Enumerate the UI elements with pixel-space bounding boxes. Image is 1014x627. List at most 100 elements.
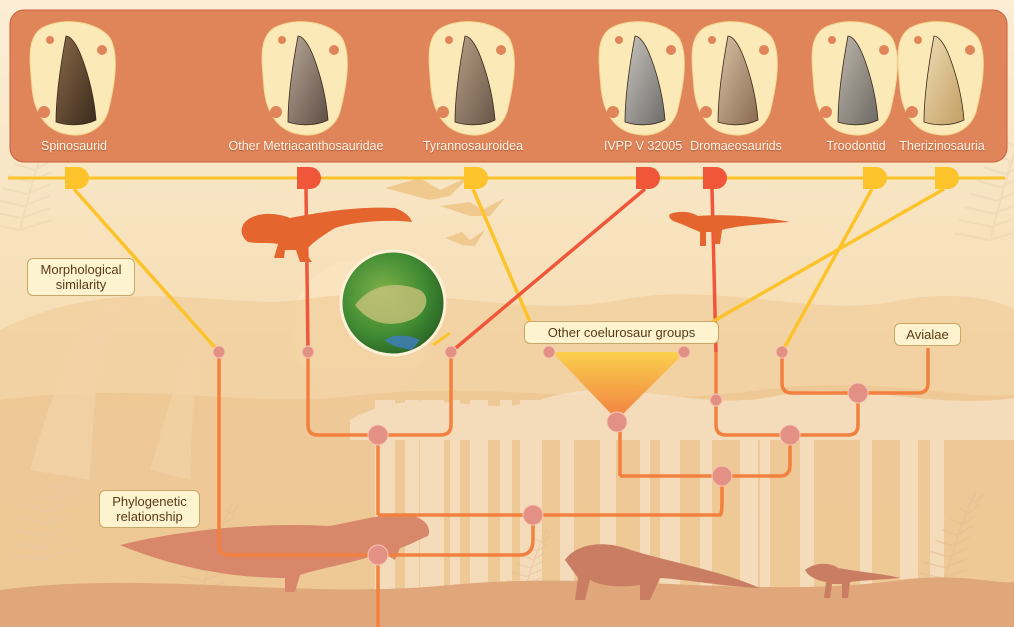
similarity-marker: [297, 167, 321, 189]
taxon-label: IVPP V 32005: [603, 139, 683, 153]
fern-leaf: [224, 508, 233, 515]
fern-leaf: [993, 204, 1014, 215]
fern-leaf: [27, 505, 50, 513]
tree-branch: [217, 352, 380, 627]
fern-leaf: [928, 550, 949, 558]
fern-leaf: [22, 195, 51, 207]
fern-leaf: [534, 537, 543, 544]
fern-leaf: [16, 529, 44, 537]
tree-nodes: [212, 345, 869, 566]
card-dot: [700, 106, 712, 118]
similarity-line: [711, 187, 945, 324]
tooth-specimen: [717, 35, 759, 126]
card-dot: [906, 106, 918, 118]
similarity-markers: [65, 167, 959, 189]
card-dot: [914, 36, 922, 44]
card-dot: [965, 45, 975, 55]
taxon-label: Dromaeosaurids: [690, 139, 782, 153]
fern-leaf: [996, 192, 1014, 202]
card-dot: [820, 106, 832, 118]
similarity-line: [72, 187, 221, 354]
taxon-label: Other Metriacanthosauridae: [228, 139, 384, 153]
fern-leaf: [976, 179, 1001, 189]
tree-node: [709, 393, 723, 407]
tree-node: [367, 424, 389, 446]
fern-leaf: [40, 537, 71, 549]
tooth-specimen: [55, 35, 97, 126]
tooth-card: [598, 21, 685, 136]
fern-leaf: [923, 561, 946, 569]
card-dot: [879, 45, 889, 55]
fern-leaf: [21, 517, 47, 525]
tooth-cards: [29, 21, 984, 136]
fern-leaf: [533, 552, 546, 561]
tooth-card: [691, 21, 778, 136]
tree-node: [779, 424, 801, 446]
card-dot: [759, 45, 769, 55]
fern-leaf: [14, 163, 35, 171]
fern-leaf: [956, 525, 973, 536]
fern-leaf: [942, 568, 968, 580]
taxon-label: Tyrannosauroidea: [422, 139, 524, 153]
card-dot: [278, 36, 286, 44]
similarity-line: [449, 187, 647, 354]
similarity-line: [304, 188, 310, 353]
fern-leaf: [954, 232, 991, 242]
tree-branch: [378, 515, 535, 557]
fern-leaf: [202, 572, 225, 582]
card-dot: [329, 45, 339, 55]
tree-node: [606, 411, 628, 433]
fern-leaf: [34, 493, 55, 501]
tree-branch: [620, 435, 792, 478]
fern-leaf: [547, 526, 555, 535]
sauropod-silhouette: [30, 302, 130, 480]
tree-node: [522, 504, 544, 526]
fern-leaf: [541, 535, 551, 544]
tree-trunk: [450, 400, 460, 590]
card-dot: [496, 45, 506, 55]
fern-leaf: [958, 219, 992, 228]
fern-leaf: [945, 557, 968, 569]
tooth-specimen: [287, 35, 329, 126]
theropod-silhouette: [565, 544, 760, 600]
fern-leaf: [0, 199, 24, 207]
fern-leaf: [180, 575, 203, 582]
card-dot: [270, 106, 282, 118]
tree-node: [542, 345, 556, 359]
fern-leaf: [7, 553, 41, 561]
metriacanthosaurid-illustration: [241, 207, 412, 262]
similarity-marker: [863, 167, 887, 189]
card-dot: [615, 36, 623, 44]
theropod-silhouette: [120, 514, 430, 592]
fern-leaf: [49, 501, 72, 513]
tree-trunk: [740, 400, 758, 590]
card-dot: [437, 106, 449, 118]
card-dot: [445, 36, 453, 44]
tree-trunk: [900, 400, 918, 590]
fern-leaf: [1004, 168, 1014, 175]
fern-leaf: [19, 219, 53, 231]
card-dot: [607, 106, 619, 118]
tree-trunk: [800, 400, 814, 590]
morphological-similarity-callout: Morphological similarity: [27, 258, 135, 296]
similarity-marker: [935, 167, 959, 189]
tooth-specimen: [837, 35, 879, 126]
card-dot: [708, 36, 716, 44]
collapsed-clade-triangle: [552, 352, 685, 420]
fern-leaf: [0, 212, 22, 219]
avialae-callout: Avialae: [894, 323, 961, 346]
fern-leaf: [53, 489, 74, 501]
fern-leaf: [231, 505, 240, 515]
tree-trunk: [520, 400, 542, 590]
ground: [0, 577, 1014, 627]
similarity-marker: [703, 167, 727, 189]
fern-leaf: [45, 513, 71, 525]
fossil-water: [385, 335, 420, 350]
tooth-card: [261, 21, 348, 136]
tree-node: [847, 382, 869, 404]
pterosaur-silhouettes: [385, 176, 505, 246]
similarity-marker: [636, 167, 660, 189]
similarity-line: [471, 188, 532, 323]
fern-leaf: [952, 536, 971, 547]
